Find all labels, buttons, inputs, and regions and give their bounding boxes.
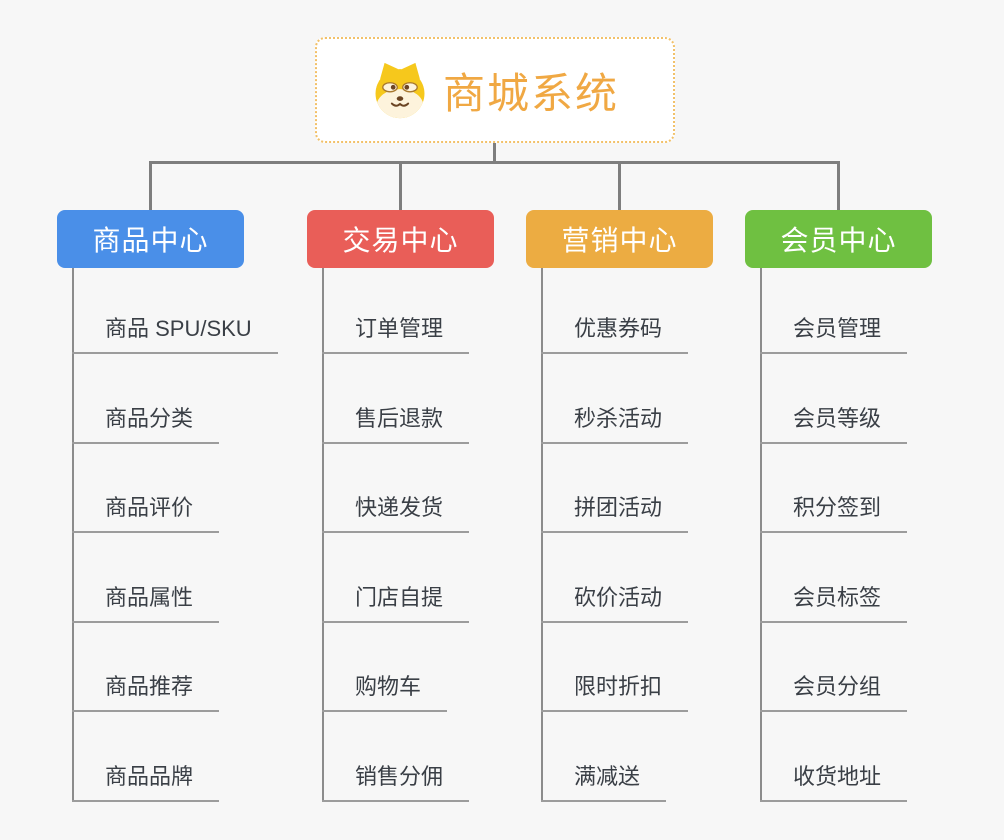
branch-spine bbox=[760, 268, 762, 801]
doge-icon bbox=[375, 62, 425, 119]
leaf-topic[interactable]: 售后退款 bbox=[322, 406, 470, 444]
leaf-topic[interactable]: 砍价活动 bbox=[541, 585, 689, 623]
branch-column-member: 会员中心 会员管理 会员等级 积分签到 会员标签 会员分组 收货地址 bbox=[745, 210, 1004, 802]
root-topic[interactable]: 商城系统 bbox=[315, 37, 675, 143]
connector-drop-branch-3 bbox=[618, 161, 621, 210]
branch-topic-product[interactable]: 商品中心 bbox=[57, 210, 244, 268]
leaf-topic[interactable]: 限时折扣 bbox=[541, 674, 689, 712]
connector-drop-branch-1 bbox=[149, 161, 152, 210]
leaf-topic[interactable]: 拼团活动 bbox=[541, 495, 689, 533]
leaf-topic[interactable]: 秒杀活动 bbox=[541, 406, 689, 444]
leaf-topic[interactable]: 商品属性 bbox=[72, 585, 220, 623]
leaf-topic[interactable]: 商品评价 bbox=[72, 495, 220, 533]
leaf-topic[interactable]: 销售分佣 bbox=[322, 764, 470, 802]
branch-spine bbox=[541, 268, 543, 801]
branch-topic-marketing[interactable]: 营销中心 bbox=[526, 210, 713, 268]
leaf-topic[interactable]: 积分签到 bbox=[760, 495, 908, 533]
leaf-topic[interactable]: 购物车 bbox=[322, 674, 448, 712]
connector-drop-branch-4 bbox=[837, 161, 840, 210]
connector-horizontal bbox=[149, 161, 840, 164]
leaf-topic[interactable]: 满减送 bbox=[541, 764, 667, 802]
leaf-topic[interactable]: 会员管理 bbox=[760, 316, 908, 354]
leaf-topic[interactable]: 会员分组 bbox=[760, 674, 908, 712]
root-topic-label: 商城系统 bbox=[442, 69, 619, 117]
connector-drop-branch-2 bbox=[399, 161, 402, 210]
connector-root-drop bbox=[493, 143, 496, 163]
leaf-topic[interactable]: 会员标签 bbox=[760, 585, 908, 623]
leaf-topic[interactable]: 门店自提 bbox=[322, 585, 470, 623]
branch-topic-trade[interactable]: 交易中心 bbox=[307, 210, 494, 268]
leaf-topic[interactable]: 商品分类 bbox=[72, 406, 220, 444]
leaf-topic[interactable]: 商品推荐 bbox=[72, 674, 220, 712]
branch-topic-member[interactable]: 会员中心 bbox=[745, 210, 932, 268]
leaf-topic[interactable]: 订单管理 bbox=[322, 316, 470, 354]
branch-spine bbox=[72, 268, 74, 801]
leaf-topic[interactable]: 会员等级 bbox=[760, 406, 908, 444]
leaf-topic[interactable]: 优惠券码 bbox=[541, 316, 689, 354]
leaf-topic[interactable]: 快递发货 bbox=[322, 495, 470, 533]
leaf-topic[interactable]: 商品品牌 bbox=[72, 764, 220, 802]
branch-column-trade: 交易中心 订单管理 售后退款 快递发货 门店自提 购物车 销售分佣 bbox=[307, 210, 567, 802]
leaf-topic[interactable]: 商品 SPU/SKU bbox=[72, 316, 278, 354]
branch-spine bbox=[322, 268, 324, 801]
branch-column-product: 商品中心 商品 SPU/SKU 商品分类 商品评价 商品属性 商品推荐 商品品牌 bbox=[57, 210, 317, 802]
leaf-topic[interactable]: 收货地址 bbox=[760, 764, 908, 802]
branch-column-marketing: 营销中心 优惠券码 秒杀活动 拼团活动 砍价活动 限时折扣 满减送 bbox=[526, 210, 786, 802]
